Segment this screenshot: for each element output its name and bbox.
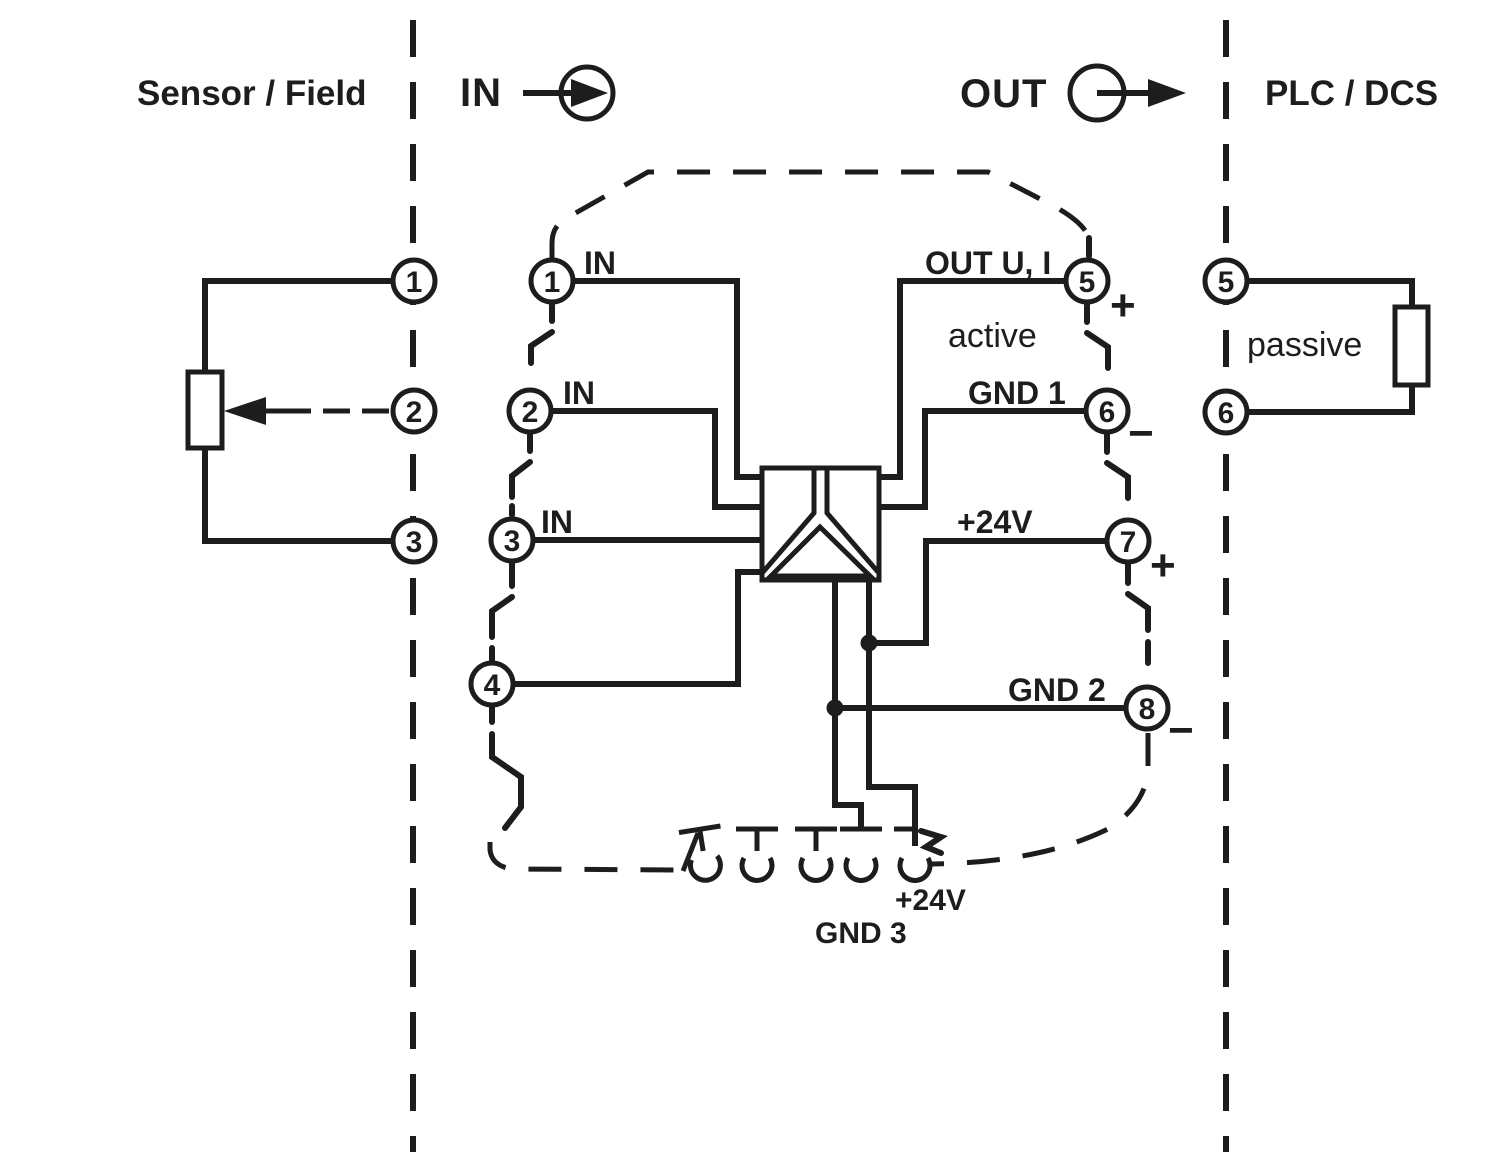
module-terminal-3-number: 3 xyxy=(504,525,521,558)
wire-out-6 xyxy=(879,408,1086,510)
terminal-6-polarity: − xyxy=(1128,409,1154,458)
isolation-barrier-left xyxy=(761,468,817,574)
module-terminal-6-number: 6 xyxy=(1099,396,1116,429)
sensor-terminal-1-number: 1 xyxy=(406,266,423,299)
terminal-5-polarity: + xyxy=(1110,281,1136,330)
squiggle-below-4 xyxy=(489,704,524,831)
bus-contact-2 xyxy=(736,826,778,883)
output-mode-label: active xyxy=(948,317,1037,355)
plc-terminal-5: 5 xyxy=(1202,257,1250,305)
terminal-5-wire-label: OUT U, I xyxy=(925,245,1051,281)
module-terminal-8: 8 xyxy=(1123,684,1171,732)
bus-contact-4 xyxy=(840,826,882,883)
sensor-terminal-2: 2 xyxy=(390,387,438,435)
plc-wire-bottom xyxy=(1247,386,1415,415)
bus-power-label: +24V xyxy=(895,884,966,917)
module-boundary-top xyxy=(549,169,1092,258)
plc-terminal-5-number: 5 xyxy=(1218,266,1235,299)
sensor-terminal-2-number: 2 xyxy=(406,396,423,429)
module-output-wiring: OUT U, I 5 + active GND 1 6 − +24V 7 + G… xyxy=(826,235,1194,846)
wire-in-1 xyxy=(573,278,760,480)
terminal-8-wire-label: GND 2 xyxy=(1008,672,1106,708)
in-flow-label: IN xyxy=(460,71,502,115)
squiggle-out-6-7 xyxy=(1104,432,1131,501)
module-terminal-5: 5 xyxy=(1063,257,1111,305)
out-flow-indicator: OUT xyxy=(960,63,1186,123)
module-terminal-7: 7 xyxy=(1104,517,1152,565)
sensor-terminal-3: 3 xyxy=(390,517,438,565)
module-terminal-7-number: 7 xyxy=(1120,526,1137,559)
din-rail-bus-contacts: +24V GND 3 xyxy=(678,823,966,950)
in-flow-indicator: IN xyxy=(460,64,616,122)
module-boundary-bottom-right xyxy=(931,733,1151,867)
squiggle-out-5-6 xyxy=(1084,301,1111,371)
sensor-field-heading: Sensor / Field xyxy=(137,74,367,113)
sensor-circuit: 1 2 3 xyxy=(185,257,438,565)
potentiometer-symbol xyxy=(185,369,225,451)
wire-out-7 xyxy=(869,538,1107,646)
amplifier-triangle xyxy=(764,523,877,579)
module-terminal-5-number: 5 xyxy=(1079,266,1096,299)
junction-dot-24v xyxy=(860,634,878,652)
plc-input-mode-label: passive xyxy=(1247,326,1362,364)
sensor-terminal-1: 1 xyxy=(390,257,438,305)
module-terminal-6: 6 xyxy=(1083,387,1131,435)
bus-contact-1-lead xyxy=(680,832,701,872)
in-flow-circle-icon xyxy=(558,64,616,122)
wire-in-2 xyxy=(551,408,760,510)
squiggle-out-7-8 xyxy=(1125,562,1151,666)
module-terminal-1-number: 1 xyxy=(544,266,561,299)
module-terminal-3: 3 xyxy=(488,516,536,564)
junction-dot-gnd2 xyxy=(826,699,844,717)
module-boundary-bottom-left xyxy=(487,842,683,873)
isolation-amplifier-symbol xyxy=(759,465,882,583)
squiggle-in-2-3 xyxy=(509,431,533,518)
plc-wire-top xyxy=(1247,278,1415,306)
bus-ground-label: GND 3 xyxy=(815,917,907,950)
sensor-terminal-3-number: 3 xyxy=(406,526,423,559)
wire-bus-gnd-feed xyxy=(832,580,864,829)
plc-terminal-6-number: 6 xyxy=(1218,397,1235,430)
plc-dcs-heading: PLC / DCS xyxy=(1265,74,1438,113)
sensor-wire-bottom xyxy=(202,449,393,544)
terminal-1-wire-label: IN xyxy=(584,245,616,281)
out-flow-label: OUT xyxy=(960,72,1047,116)
terminal-7-polarity: + xyxy=(1150,541,1176,590)
load-resistor-symbol xyxy=(1392,304,1431,388)
wire-out-5 xyxy=(879,278,1066,480)
terminal-3-wire-label: IN xyxy=(541,504,573,540)
sensor-wire-top xyxy=(202,278,393,371)
bus-contact-3 xyxy=(795,826,837,883)
terminal-2-wire-label: IN xyxy=(563,375,595,411)
wiper-arrowhead-icon xyxy=(224,397,266,425)
plc-terminal-6: 6 xyxy=(1202,388,1250,436)
terminal-7-wire-label: +24V xyxy=(957,504,1033,540)
isolation-barrier-right xyxy=(824,468,880,574)
squiggle-in-1-2 xyxy=(528,300,555,366)
in-arrowhead-icon xyxy=(571,79,608,107)
module-terminal-1: 1 xyxy=(528,257,576,305)
plc-circuit: passive 5 6 xyxy=(1202,257,1431,436)
terminal-6-wire-label: GND 1 xyxy=(968,375,1066,411)
wire-in-4 xyxy=(513,569,760,687)
module-terminal-8-number: 8 xyxy=(1139,693,1156,726)
module-terminal-4-number: 4 xyxy=(484,669,501,702)
terminal-8-polarity: − xyxy=(1168,706,1194,755)
module-terminal-2-number: 2 xyxy=(522,396,539,429)
module-input-wiring: 1 IN 2 IN 3 IN 4 xyxy=(468,245,760,831)
wire-bus-24v-feed xyxy=(866,580,918,846)
bus-contact-1 xyxy=(678,823,723,883)
squiggle-in-3-4 xyxy=(489,560,515,663)
module-terminal-4: 4 xyxy=(468,660,516,708)
bus-contact-5 xyxy=(894,826,948,883)
out-arrowhead-icon xyxy=(1148,79,1186,107)
module-terminal-2: 2 xyxy=(506,387,554,435)
bus-contact-5-squiggle xyxy=(918,828,948,856)
